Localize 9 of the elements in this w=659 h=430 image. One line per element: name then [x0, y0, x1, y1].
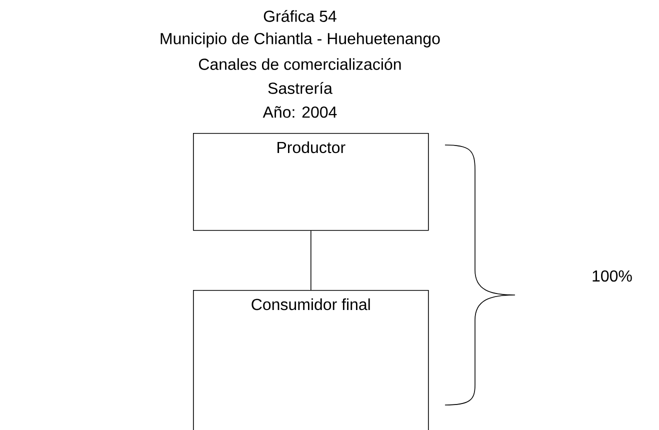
heading-line: Municipio de Chiantla - Huehuetenango	[160, 32, 440, 48]
heading-line: Sastrería	[268, 82, 332, 94]
connector-line	[310, 230, 312, 290]
heading-line: Canales de comercialización	[199, 58, 401, 70]
process-box: Consumidor final	[193, 290, 429, 430]
title: Gráfica 54	[264, 10, 336, 22]
percentage-label: 100%	[592, 270, 632, 282]
process-box: Productor	[193, 133, 429, 231]
heading-line: Año: 2004	[262, 106, 337, 118]
